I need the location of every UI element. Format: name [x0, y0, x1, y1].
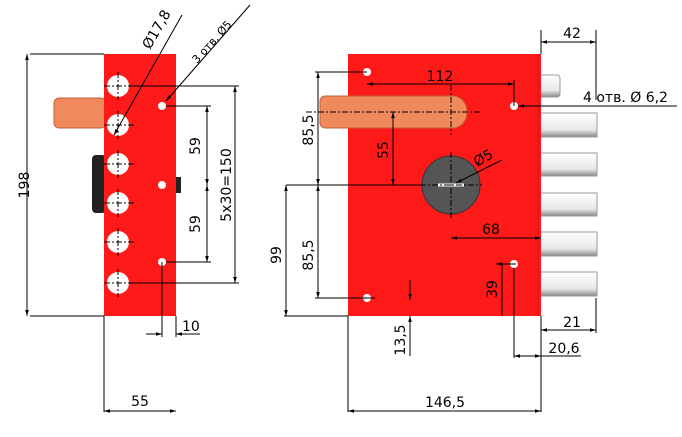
dim-upper-offset: 85,5 [301, 114, 317, 145]
top-latch [537, 74, 561, 98]
dim-hole-spacing: 112 [427, 69, 454, 85]
side-bolt [53, 97, 107, 129]
bolts [537, 112, 598, 297]
side-stub [175, 177, 181, 193]
dim-height: 198 [17, 172, 33, 199]
dim-lower-offset: 85,5 [301, 239, 317, 270]
dim-bolt-spacing: 5x30=150 [219, 148, 235, 221]
dim-center-height: 99 [269, 246, 285, 264]
side-view: 198 59 59 5x30=150 10 55 Ø17,8 3 отв. Ø5 [17, 4, 251, 413]
dim-width: 146,5 [425, 395, 465, 411]
dim-hole-to-edge: 20,6 [548, 341, 579, 357]
side-knob [92, 155, 106, 213]
dim-bottom-hole: 39 [485, 280, 501, 298]
dim-bolt-depth: 21 [563, 315, 581, 331]
dim-hole-offset: 10 [182, 319, 200, 335]
dim-bolt-to-center: 55 [376, 141, 392, 159]
front-view: 112 42 4 отв. Ø 6,2 85,5 55 Ø5 85,5 99 6… [269, 26, 677, 413]
small-holes-label: 3 отв. Ø5 [190, 18, 235, 66]
mount-holes-label: 4 отв. Ø 6,2 [583, 90, 668, 106]
dim-top-extension: 42 [563, 26, 581, 42]
dim-center-to-edge: 68 [482, 222, 500, 238]
dim-pitch-upper: 59 [188, 137, 204, 155]
dim-bottom-offset: 13,5 [393, 324, 409, 355]
dim-pitch-lower: 59 [188, 215, 204, 233]
dim-width: 55 [131, 394, 149, 410]
hole-diameter-label: Ø17,8 [140, 7, 175, 52]
